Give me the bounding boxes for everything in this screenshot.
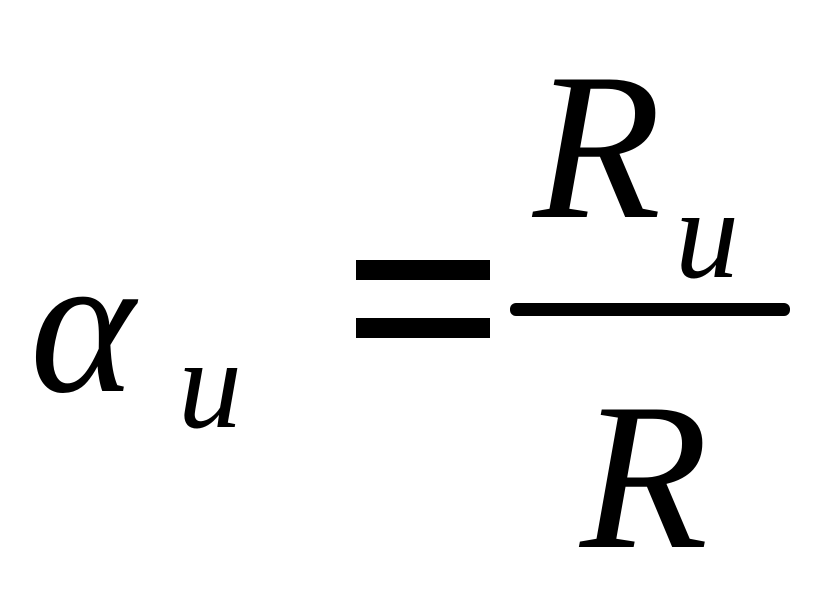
alpha-symbol: α: [30, 214, 135, 435]
denominator-symbol: R: [580, 361, 709, 593]
equals-top-bar: [356, 260, 490, 280]
numerator-symbol: R: [533, 31, 662, 263]
numerator-subscript: u: [675, 163, 739, 305]
alpha-subscript: u: [178, 313, 242, 455]
equals-bottom-bar: [356, 318, 490, 338]
fraction-line: [510, 303, 790, 316]
